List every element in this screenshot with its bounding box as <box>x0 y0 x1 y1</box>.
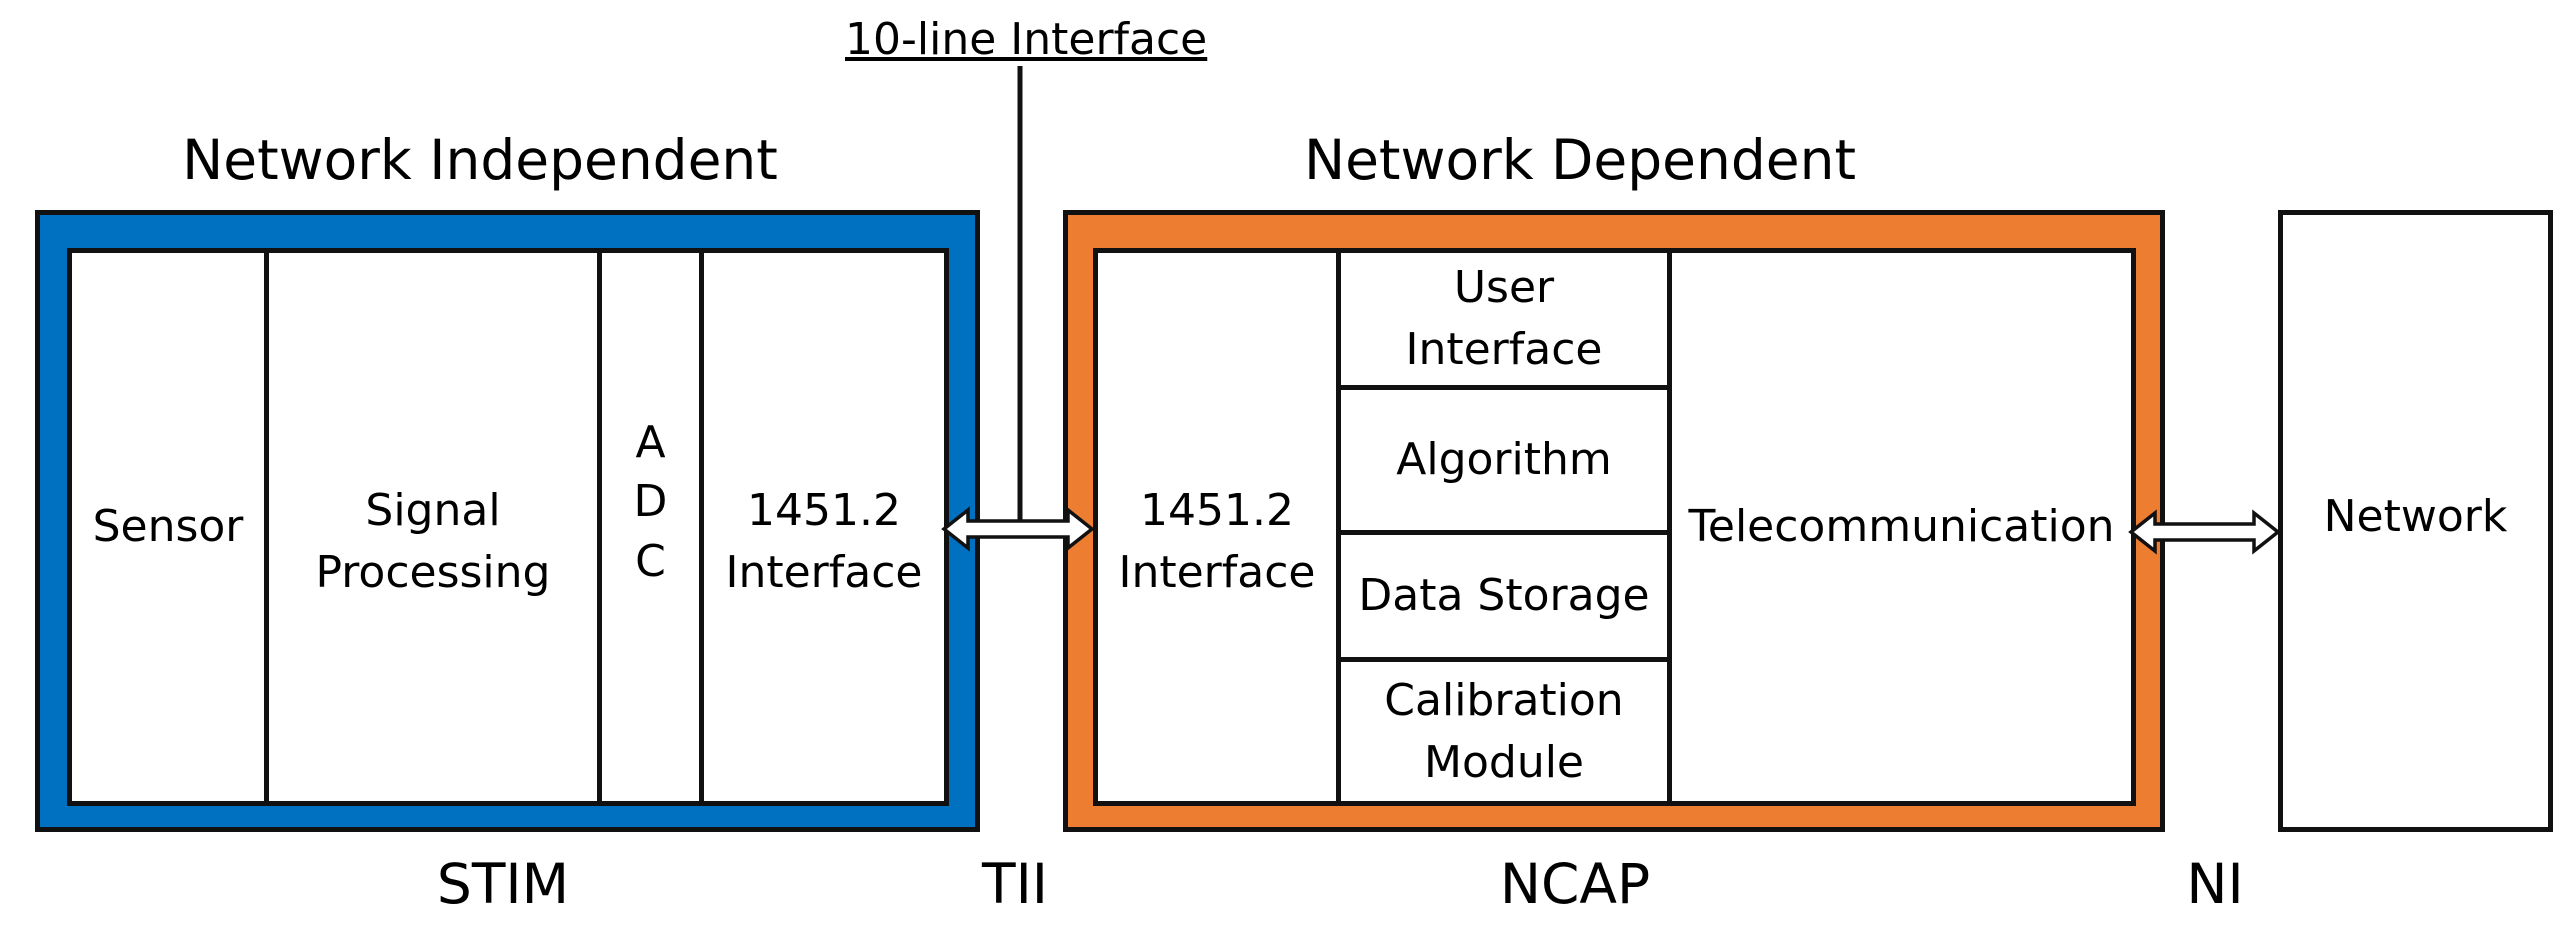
ncap-interface-cell: 1451.2 Interface <box>1118 485 1316 598</box>
tii-label: TII <box>981 852 1049 916</box>
stim-inner-panel <box>67 248 949 806</box>
ncap-divider-1 <box>1336 248 1341 806</box>
tii-double-arrow <box>941 506 1095 552</box>
ncap-hdivider-2 <box>1336 530 1672 535</box>
ncap-hdivider-1 <box>1336 385 1672 390</box>
stim-divider-3 <box>699 248 704 806</box>
ncap-label: NCAP <box>1499 852 1651 916</box>
calibration-module-cell: Calibration Module <box>1384 674 1624 788</box>
stim-divider-2 <box>597 248 602 806</box>
network-cell: Network <box>2323 491 2508 543</box>
adc-cell: A D C <box>633 416 668 587</box>
ncap-inner-panel <box>1093 248 2136 806</box>
ncap-divider-2 <box>1667 248 1672 806</box>
ten-line-interface-label: 10-line Interface <box>845 14 1208 65</box>
stim-divider-1 <box>264 248 269 806</box>
algorithm-cell: Algorithm <box>1396 434 1612 486</box>
user-interface-cell: User Interface <box>1405 262 1603 375</box>
data-storage-cell: Data Storage <box>1358 570 1650 622</box>
sensor-cell: Sensor <box>92 501 244 553</box>
signal-processing-cell: Signal Processing <box>315 485 551 598</box>
stim-label: STIM <box>436 852 570 916</box>
telecommunication-cell: Telecommunication <box>1688 501 2115 553</box>
ni-label: NI <box>2186 852 2244 916</box>
network-box <box>2278 210 2553 832</box>
stim-interface-cell: 1451.2 Interface <box>725 485 923 598</box>
network-dependent-title: Network Dependent <box>1303 128 1857 192</box>
network-independent-title: Network Independent <box>182 128 778 192</box>
ni-double-arrow <box>2128 509 2281 555</box>
ncap-hdivider-3 <box>1336 657 1672 662</box>
